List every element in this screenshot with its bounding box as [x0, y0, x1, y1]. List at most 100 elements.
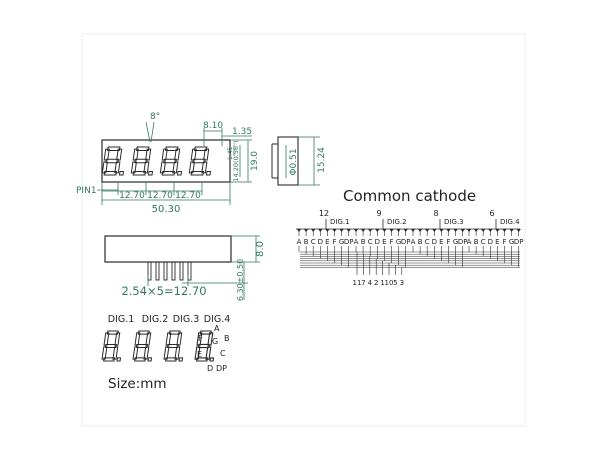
led-diode-icon	[425, 229, 430, 232]
pin-length-label: 6.30±0.50	[236, 259, 245, 301]
led-diode-icon	[488, 229, 493, 232]
segmap-digit-3	[163, 330, 184, 362]
schematic-pin-number: 11	[353, 279, 362, 287]
led-diode-icon	[360, 229, 366, 232]
pitch-label-2: 12.70	[147, 191, 173, 201]
led-diode-icon	[495, 229, 500, 232]
segmap-digit-label-3: DIG.3	[173, 314, 200, 325]
segment-label: DP	[514, 238, 524, 246]
bottom-pin	[171, 261, 176, 281]
segmap-digit-4	[194, 330, 215, 362]
segmap-label-a: A	[214, 324, 220, 333]
display-body-outline	[101, 139, 231, 183]
pitch-label-3: 12.70	[175, 191, 201, 201]
led-diode-icon	[446, 229, 451, 232]
segment-label: A	[297, 238, 302, 246]
led-diode-icon	[403, 229, 408, 232]
segment-label: E	[382, 238, 386, 246]
segment-label: B	[304, 238, 309, 246]
led-diode-icon	[382, 229, 387, 232]
led-diode-icon	[389, 229, 394, 232]
segmap-digit-2	[132, 330, 153, 362]
segment-label: F	[389, 238, 393, 246]
segmap-digit-label-1: DIG.1	[108, 314, 135, 325]
segment-label: F	[502, 238, 506, 246]
schematic-pin-number: 3	[400, 279, 404, 287]
segment-label: D	[375, 238, 380, 246]
segment-label: B	[474, 238, 479, 246]
segmap-label-f: F	[198, 334, 203, 343]
bottom-pin	[163, 261, 168, 281]
segment-width-label: 1.45	[227, 146, 234, 160]
schematic-pin-number: 4	[368, 279, 373, 287]
segmap-label-e: E	[197, 350, 202, 359]
segment-label: E	[439, 238, 443, 246]
digit-label: DIG.1	[330, 218, 350, 226]
led-diode-icon	[509, 229, 514, 232]
segmap-label-dp: DP	[216, 364, 227, 373]
segment-label: A	[354, 238, 359, 246]
schematic-pin-number: 7	[361, 279, 365, 287]
segment-map-digits	[101, 330, 215, 362]
led-diode-icon	[473, 229, 479, 232]
led-diode-icon	[516, 229, 521, 232]
digit-label: DIG.3	[444, 218, 464, 226]
segment-label: D	[432, 238, 437, 246]
segment-label: G	[396, 238, 401, 246]
schematic-pin-number: 1	[380, 279, 384, 287]
led-diode-icon	[410, 229, 416, 232]
digit-height-label: 14.20(0.56")	[232, 140, 240, 181]
led-diode-icon	[346, 229, 351, 232]
segment-label: C	[311, 238, 316, 246]
segment-label: F	[446, 238, 450, 246]
bottom-height-label: 8.0	[255, 241, 266, 257]
bottom-pins	[147, 261, 192, 281]
segment-label: DP	[458, 238, 468, 246]
led-diode-icon	[375, 229, 380, 232]
led-diode-icon	[303, 229, 309, 232]
led-diode-icon	[353, 229, 359, 232]
schematic-title: Common cathode	[343, 187, 476, 205]
led-diode-icon	[417, 229, 423, 232]
segmap-label-d: D	[207, 364, 213, 373]
common-pin-label: 12	[319, 209, 329, 218]
segmap-label-g: G	[212, 337, 218, 346]
led-diode-icon	[466, 229, 472, 232]
side-body-width-label: Φ0.51	[289, 148, 299, 175]
led-diode-icon	[432, 229, 437, 232]
schematic-pin-number: 2	[374, 279, 378, 287]
side-dimension-lines	[285, 136, 320, 186]
led-diode-icon	[481, 229, 486, 232]
segment-label: C	[368, 238, 373, 246]
segment-map: DIG.1 DIG.2 DIG.3 DIG.4 A F G B E C D DP	[101, 314, 230, 373]
segmap-label-b: B	[224, 334, 230, 343]
overall-height-label: 19.0	[250, 151, 260, 171]
front-view: 8° 8.10 1.35 1.45 14.20(0.56") 19.0 12.7…	[76, 112, 260, 215]
segment-label: G	[509, 238, 514, 246]
units-note: Size:mm	[108, 376, 167, 392]
bottom-dimension-lines	[147, 235, 260, 300]
digit-label: DIG.4	[500, 218, 520, 226]
segment-label: B	[418, 238, 423, 246]
schematic-pin-number: 5	[393, 279, 397, 287]
led-diode-icon	[502, 229, 507, 232]
bottom-pin	[147, 261, 152, 281]
segment-label: E	[495, 238, 499, 246]
bottom-body-outline	[104, 235, 232, 263]
led-diode-icon	[453, 229, 458, 232]
segment-label: G	[339, 238, 344, 246]
common-pin-label: 9	[376, 209, 381, 218]
pitch-label-1: 12.70	[119, 191, 145, 201]
segment-label: C	[481, 238, 486, 246]
segment-label: F	[332, 238, 336, 246]
led-diode-icon	[332, 229, 337, 232]
led-diode-icon	[439, 229, 444, 232]
led-diode-icon	[296, 229, 302, 232]
front-digit-1	[101, 146, 125, 176]
